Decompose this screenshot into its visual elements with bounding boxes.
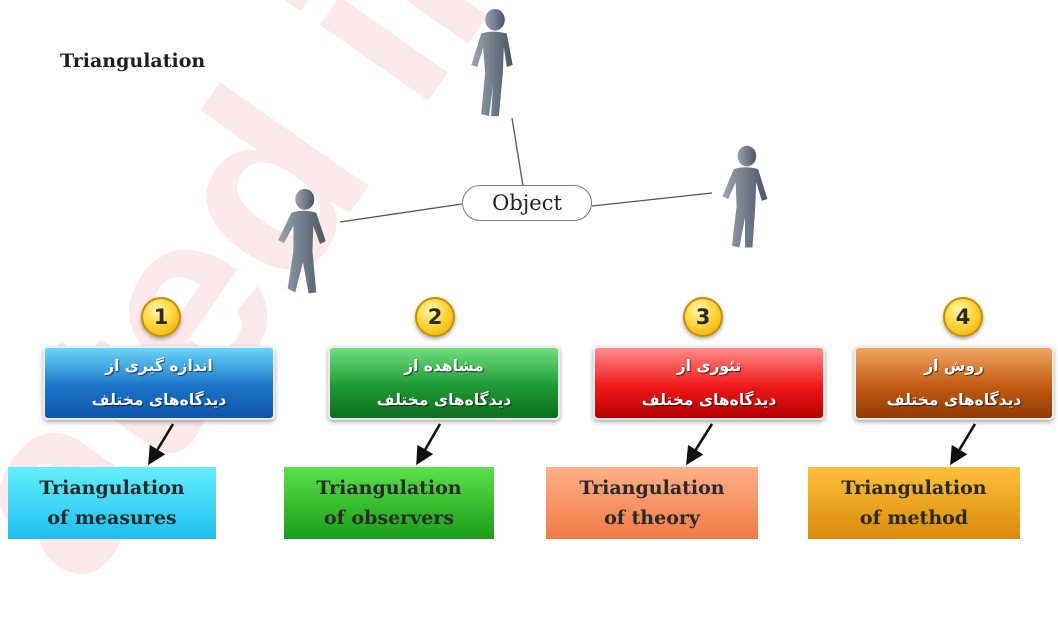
number-badge-icon: 3 [683, 297, 723, 337]
link-top-person [511, 117, 524, 187]
arrow-down-left-icon [950, 423, 977, 466]
object-node: Object [462, 185, 592, 221]
english-line-1: Triangulation [841, 477, 987, 499]
english-line-2: of method [859, 507, 969, 529]
persian-line-2: دیدگاه‌های مختلف [376, 391, 512, 409]
english-line-2: of measures [47, 507, 177, 529]
english-box-method: Triangulation of method [808, 467, 1020, 539]
english-line-2: of theory [604, 507, 700, 529]
english-line-1: Triangulation [39, 477, 185, 499]
number-badge-icon: 4 [943, 297, 983, 337]
persian-line-2: دیدگاه‌های مختلف [886, 391, 1022, 409]
persian-box-theory: تئوری از دیدگاه‌های مختلف [593, 346, 825, 420]
persian-line-2: دیدگاه‌های مختلف [91, 391, 227, 409]
diagram-title: Triangulation [60, 50, 206, 72]
persian-box-method: روش از دیدگاه‌های مختلف [854, 346, 1054, 420]
number-badge-icon: 2 [415, 297, 455, 337]
english-line-2: of observers [323, 507, 455, 529]
person-icon [278, 188, 326, 294]
person-icon [722, 145, 768, 248]
english-line-1: Triangulation [579, 477, 725, 499]
english-line-1: Triangulation [316, 477, 462, 499]
link-right-person [591, 192, 713, 207]
english-box-measures: Triangulation of measures [8, 467, 216, 539]
arrow-down-left-icon [416, 423, 442, 466]
persian-line-1: روش از [924, 357, 984, 375]
arrow-down-left-icon [686, 423, 714, 466]
connection-lines [148, 117, 977, 466]
link-left-person [339, 203, 463, 223]
number-badge-icon: 1 [141, 297, 181, 337]
persian-box-measures: اندازه گیری از دیدگاه‌های مختلف [43, 346, 275, 420]
english-box-observers: Triangulation of observers [284, 467, 494, 539]
persian-box-observers: مشاهده از دیدگاه‌های مختلف [328, 346, 560, 420]
persian-line-2: دیدگاه‌های مختلف [641, 391, 777, 409]
arrow-down-left-icon [148, 423, 175, 466]
person-icon [471, 8, 513, 117]
persian-line-1: تئوری از [676, 357, 742, 375]
english-box-theory: Triangulation of theory [546, 467, 758, 539]
persian-line-1: اندازه گیری از [105, 357, 213, 375]
persian-line-1: مشاهده از [404, 357, 484, 375]
